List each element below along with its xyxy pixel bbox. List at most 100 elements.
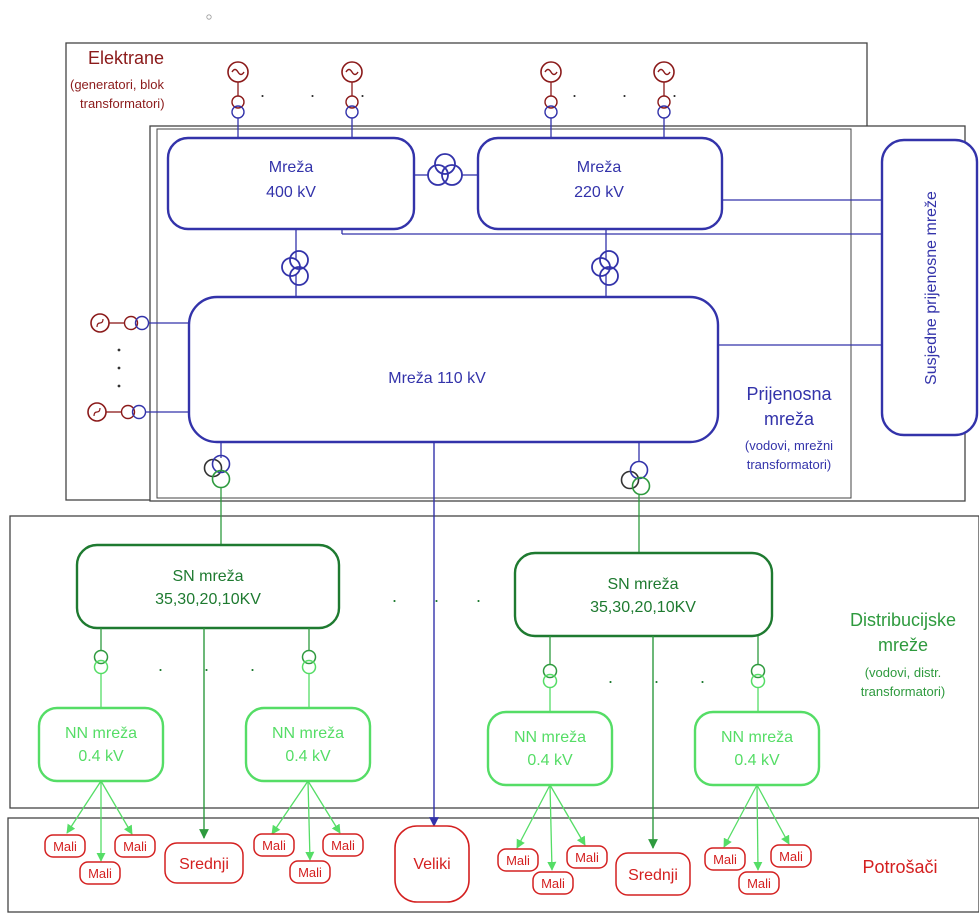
mali-label: Mali — [53, 839, 77, 854]
transformer-icon — [657, 95, 671, 109]
elektrane-sub2: transformatori) — [80, 96, 165, 111]
nn-mreza-4-label: NN mreža — [721, 729, 793, 746]
prijenosna-title-line1: Prijenosna — [746, 384, 832, 404]
distribucija-frame — [9, 515, 979, 809]
transformer-110-sn-right-icon — [620, 460, 651, 496]
distribucija-title-line2: mreže — [878, 635, 928, 655]
generator-unit-3 — [540, 61, 562, 140]
sn-mreza-left-voltage: 35,30,20,10KV — [155, 591, 261, 608]
mreza-400kv-box — [166, 136, 416, 231]
sn-mreza-right-voltage: 35,30,20,10KV — [590, 599, 696, 616]
prijenosna-sub2: transformatori) — [747, 457, 832, 472]
susjedne-mreze-box — [880, 138, 979, 437]
srednji-consumer-1: Srednji — [164, 842, 244, 884]
transformer-220-110-icon — [591, 250, 619, 286]
nn-mreza-1-label: NN mreža — [65, 725, 137, 742]
mreza-400kv-label: Mreža — [269, 159, 314, 176]
mali-label: Mali — [298, 865, 322, 880]
nn-ellipsis-left: . . . — [158, 655, 273, 675]
distribucija-sub2: transformatori) — [861, 684, 946, 699]
transformer-sn-nn-3 — [542, 636, 558, 712]
sn-ellipsis: . . . — [392, 586, 497, 606]
transformer-icon — [345, 95, 359, 109]
mali-label: Mali — [262, 838, 286, 853]
transformer-sn-nn-4 — [750, 636, 766, 712]
left-generator-unit-1 — [90, 313, 189, 333]
transformer-400-110-icon — [281, 250, 309, 286]
mali-consumer-8: Mali — [532, 871, 574, 895]
sn-mreza-right-label: SN mreža — [607, 576, 678, 593]
transformer-icon — [544, 95, 558, 109]
nn-ellipsis-right: . . . — [608, 667, 723, 687]
mreza-400kv-voltage: 400 kV — [266, 184, 316, 201]
generator-ellipsis-left: . . . — [260, 81, 385, 101]
mreza-220kv-voltage: 220 kV — [574, 184, 624, 201]
mali-consumer-2: Mali — [79, 861, 121, 885]
mali-label: Mali — [747, 876, 771, 891]
mali-consumer-10: Mali — [704, 847, 746, 871]
mali-consumer-4: Mali — [253, 833, 295, 857]
nn-mreza-box-1 — [37, 706, 165, 783]
nn-mreza-1-voltage: 0.4 kV — [78, 748, 124, 765]
mali-label: Mali — [541, 876, 565, 891]
mali-label: Mali — [331, 838, 355, 853]
susjedne-mreze-label: Susjedne prijenosne mreže — [923, 191, 940, 385]
mali-label: Mali — [575, 850, 599, 865]
transformer-sn-nn-2 — [301, 628, 317, 708]
mreza-110kv-box — [187, 295, 720, 444]
mreza-110kv-label: Mreža 110 kV — [388, 370, 486, 387]
transformer-icon — [120, 404, 136, 420]
prijenosna-title-line2: mreža — [764, 409, 815, 429]
nn-mreza-2-voltage: 0.4 kV — [285, 748, 331, 765]
mali-label: Mali — [713, 852, 737, 867]
mali-consumer-9: Mali — [566, 845, 608, 869]
srednji-consumer-2: Srednji — [615, 852, 691, 896]
distribucija-title-line1: Distribucijske — [850, 610, 956, 630]
nn-mreza-3-label: NN mreža — [514, 729, 586, 746]
generator-unit-4 — [653, 61, 675, 140]
nn-mreza-box-3 — [486, 710, 614, 787]
transformer-110-sn-left-icon — [203, 454, 231, 489]
mali-consumer-7: Mali — [497, 848, 539, 872]
sn-mreza-left-box — [75, 543, 341, 630]
prijenosna-frame-inner — [156, 128, 852, 499]
elektrane-title: Elektrane — [88, 48, 164, 68]
nn-mreza-box-2 — [244, 706, 372, 783]
mali-consumer-6: Mali — [322, 833, 364, 857]
nn-mreza-3-voltage: 0.4 kV — [527, 752, 573, 769]
mali-consumer-12: Mali — [770, 844, 812, 868]
transformer-icon — [123, 315, 139, 331]
generator-unit-2 — [341, 61, 363, 140]
nn-mreza-box-4 — [693, 710, 821, 787]
mreza-220kv-label: Mreža — [577, 159, 622, 176]
mali-consumer-11: Mali — [738, 871, 780, 895]
left-generator-vertical-dots — [117, 348, 121, 388]
mali-label: Mali — [506, 853, 530, 868]
prijenosna-sub1: (vodovi, mrežni — [745, 438, 833, 453]
nn-mreza-4-voltage: 0.4 kV — [734, 752, 780, 769]
distribucija-sub1: (vodovi, distr. — [865, 665, 942, 680]
left-generator-unit-2 — [87, 402, 189, 422]
transformer-icon — [231, 95, 245, 109]
veliki-label: Veliki — [413, 856, 450, 873]
mreza-220kv-box — [476, 136, 724, 231]
srednji-label: Srednji — [179, 856, 229, 873]
mali-label: Mali — [88, 866, 112, 881]
nn-mreza-2-label: NN mreža — [272, 725, 344, 742]
generator-unit-1 — [227, 61, 249, 140]
mali-consumer-1: Mali — [44, 834, 86, 858]
transformer-sn-nn-1 — [93, 628, 109, 708]
elektrane-sub1: (generatori, blok — [70, 77, 164, 92]
generator-ellipsis-right: . . . — [572, 81, 697, 101]
transformer-400-220-icon — [427, 153, 463, 186]
potrosaci-title: Potrošači — [862, 857, 937, 877]
mali-label: Mali — [123, 839, 147, 854]
potrosaci-frame — [7, 817, 979, 913]
small-circle-mark — [206, 14, 212, 20]
mali-consumer-3: Mali — [114, 834, 156, 858]
sn-mreza-right-box — [513, 551, 774, 638]
veliki-consumer: Veliki — [394, 825, 470, 903]
sn-mreza-left-label: SN mreža — [172, 568, 243, 585]
mali-label: Mali — [779, 849, 803, 864]
